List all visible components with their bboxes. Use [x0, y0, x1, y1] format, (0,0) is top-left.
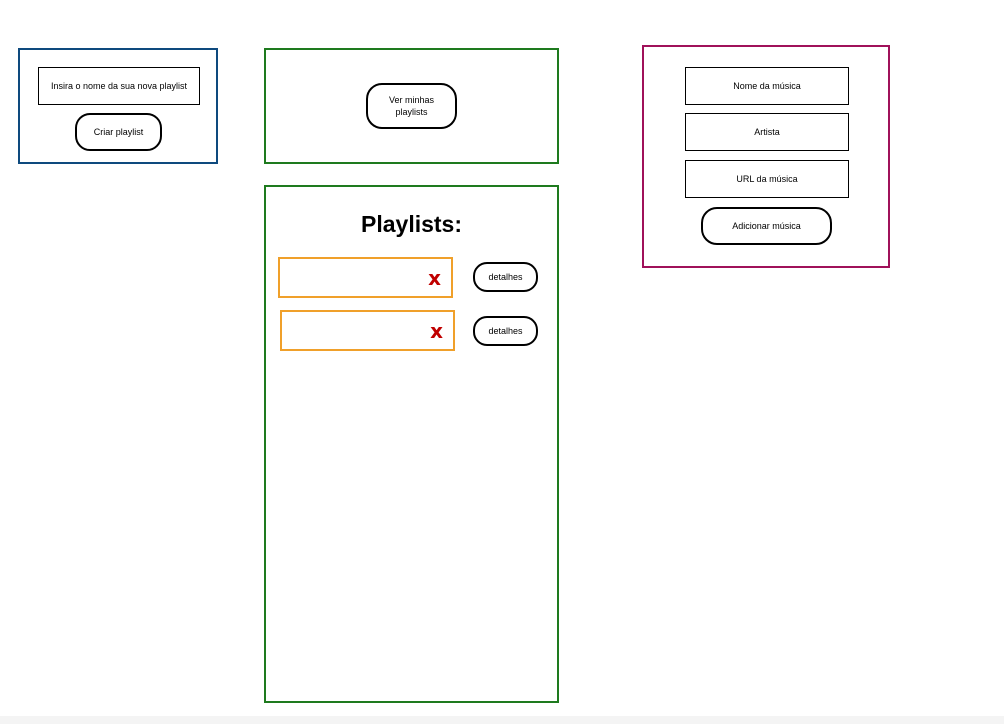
view-playlists-label-line2: playlists: [395, 107, 428, 117]
playlists-panel: Playlists: x detalhes x detalhes: [264, 185, 559, 703]
details-button-label: detalhes: [488, 272, 523, 282]
view-playlists-button[interactable]: Ver minhas playlists: [366, 83, 457, 129]
artist-input[interactable]: Artista: [685, 113, 849, 151]
create-playlist-button-label: Criar playlist: [93, 127, 144, 137]
bottom-strip: [0, 716, 1004, 724]
playlists-title: Playlists:: [361, 211, 462, 237]
playlist-item[interactable]: x: [278, 257, 453, 298]
view-playlists-panel: Ver minhas playlists: [264, 48, 559, 164]
add-song-panel: Nome da música Artista URL da música Adi…: [642, 45, 890, 268]
delete-x-icon[interactable]: x: [428, 265, 441, 290]
playlist-item[interactable]: x: [280, 310, 455, 351]
add-song-button[interactable]: Adicionar música: [701, 207, 832, 245]
delete-x-icon[interactable]: x: [430, 318, 443, 343]
song-name-input[interactable]: Nome da música: [685, 67, 849, 105]
details-button[interactable]: detalhes: [473, 262, 538, 292]
create-playlist-panel: Insira o nome da sua nova playlist Criar…: [18, 48, 218, 164]
create-playlist-button[interactable]: Criar playlist: [75, 113, 162, 151]
add-song-button-label: Adicionar música: [732, 221, 801, 231]
details-button[interactable]: detalhes: [473, 316, 538, 346]
playlist-name-input[interactable]: Insira o nome da sua nova playlist: [38, 67, 200, 105]
song-url-input[interactable]: URL da música: [685, 160, 849, 198]
view-playlists-label-line1: Ver minhas: [388, 95, 435, 105]
details-button-label: detalhes: [488, 326, 523, 336]
